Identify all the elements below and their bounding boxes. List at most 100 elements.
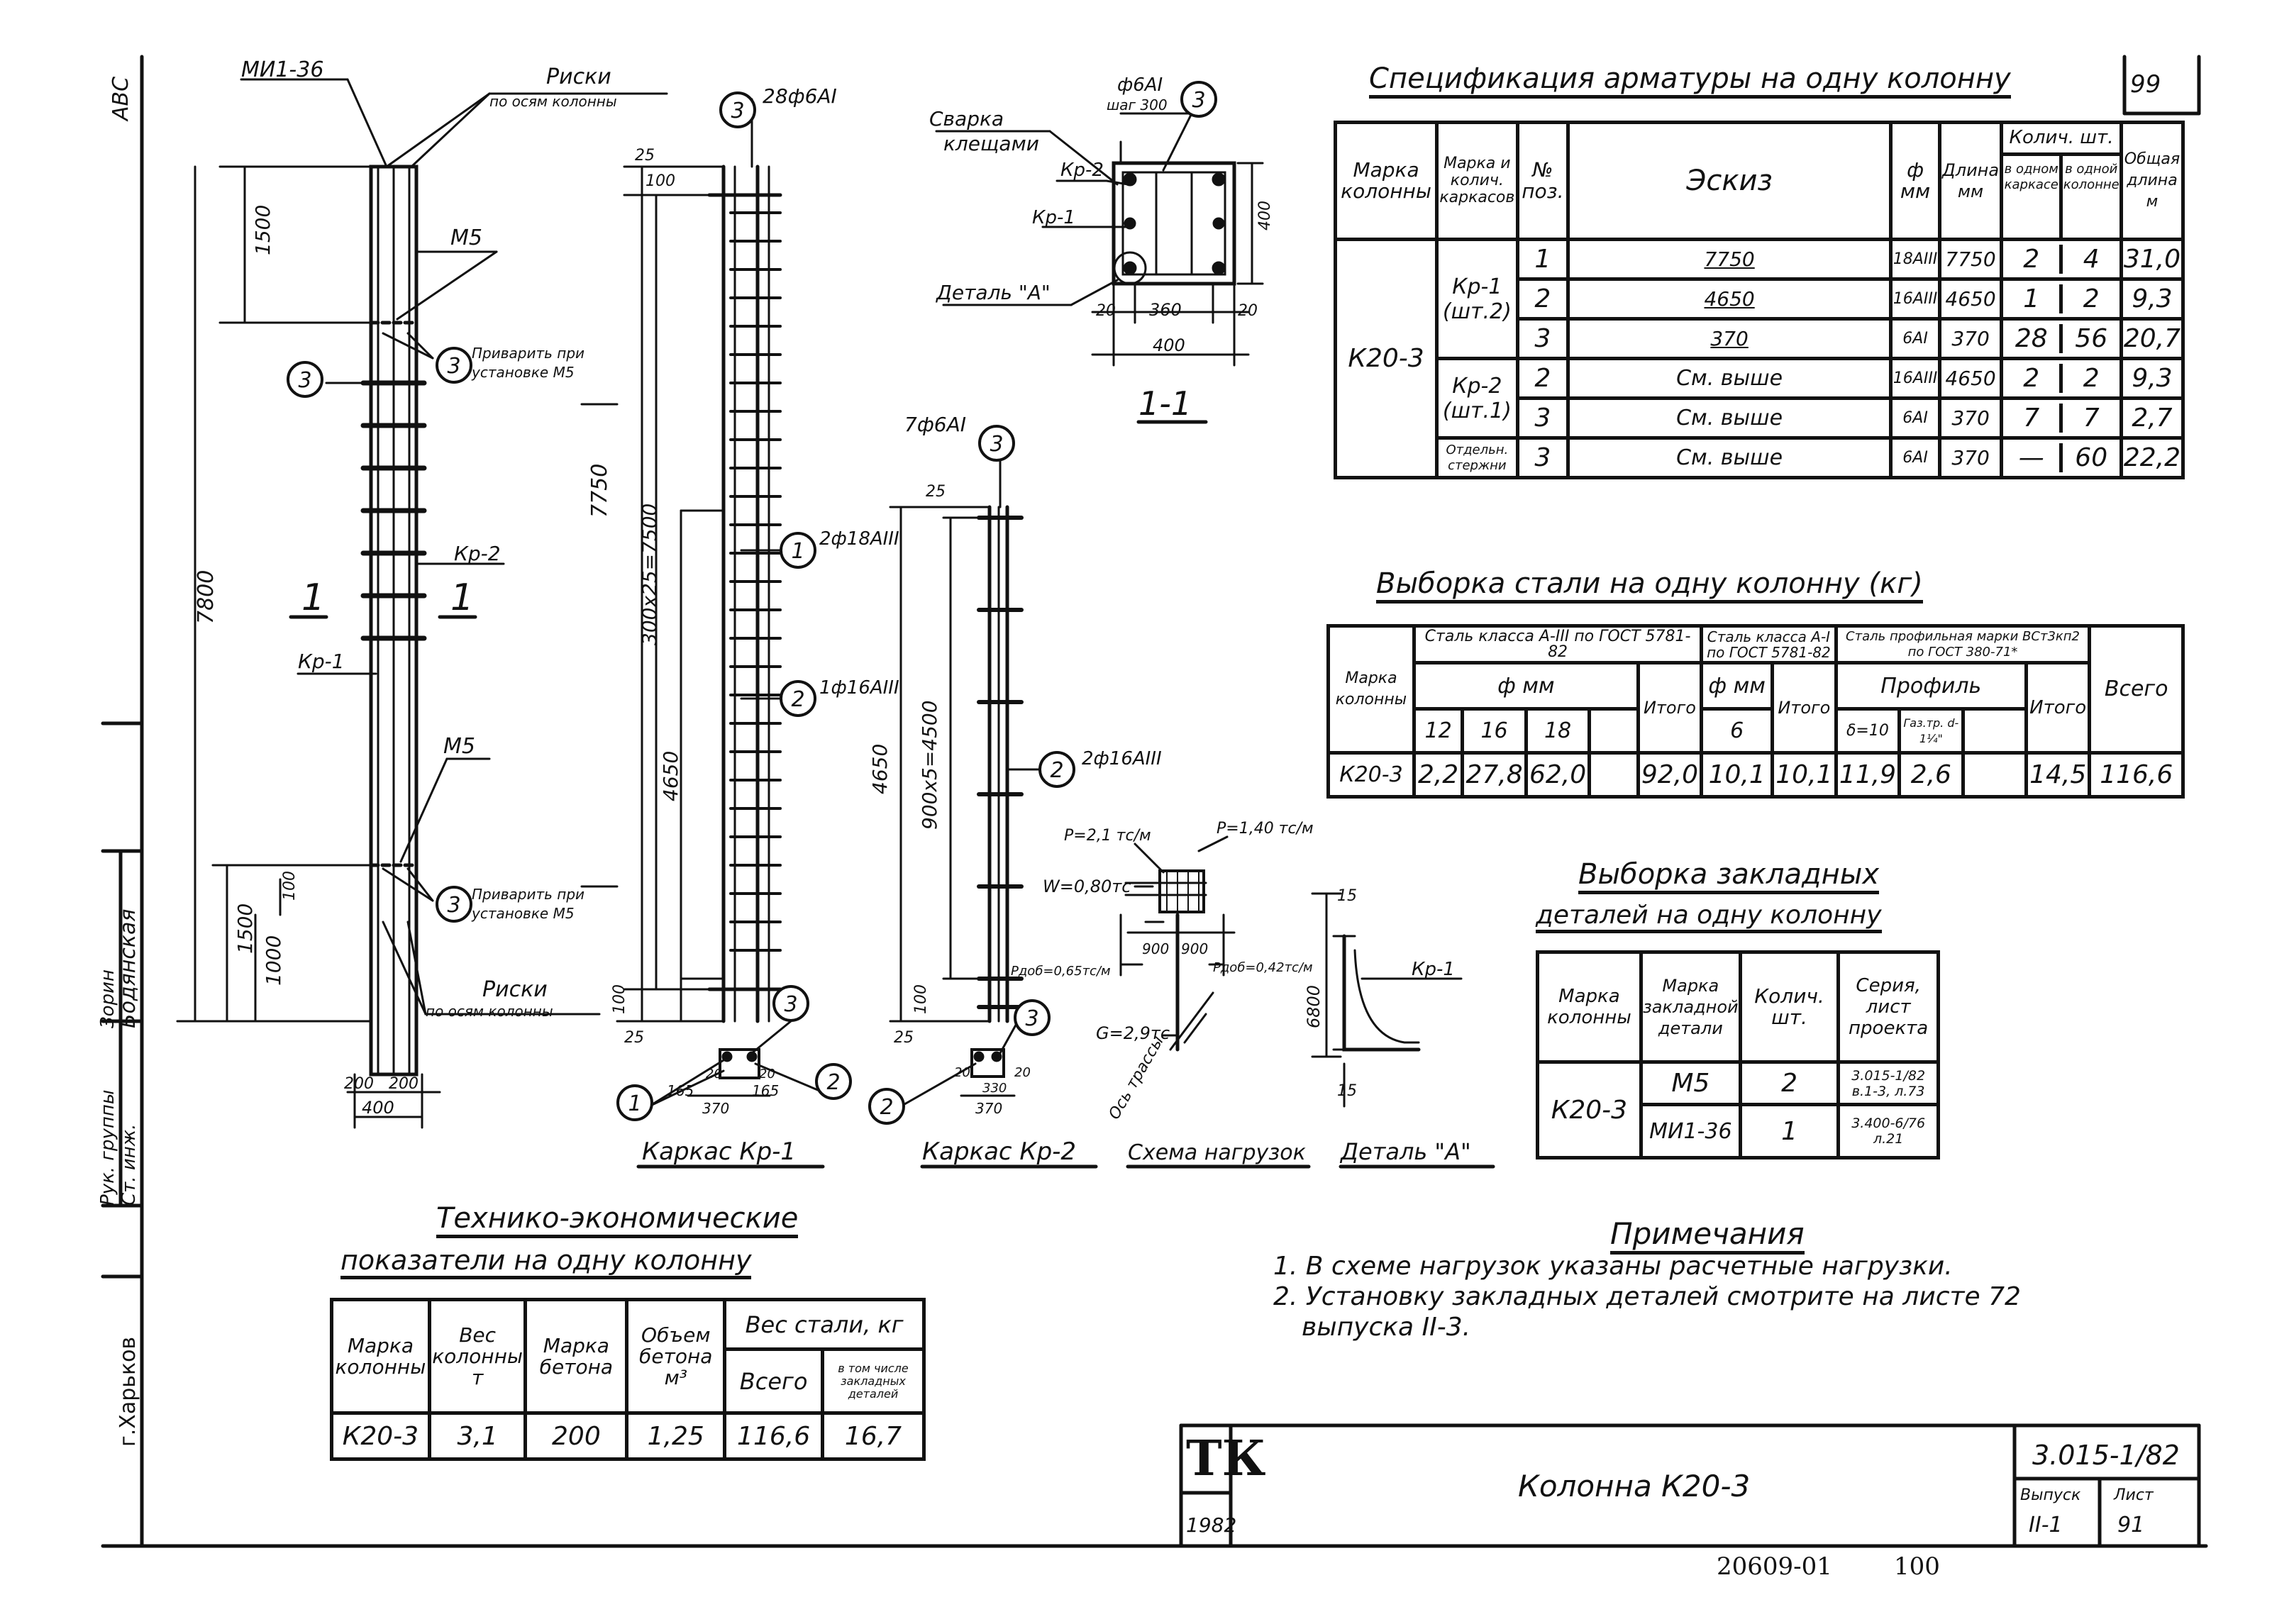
caption-kr2: Каркас Кр-2 [922, 1138, 1076, 1166]
bubble-label: 1 [791, 539, 804, 564]
spec-header: Колич. шт. [2003, 124, 2120, 156]
spec-cell: 18АIII [1889, 238, 1942, 281]
steel-cell: 11,9 [1834, 751, 1902, 799]
dim-label: 20 [1096, 302, 1116, 320]
embedded-header: Марка закладной детали [1639, 950, 1742, 1064]
spec-cell: 370 [1938, 396, 2004, 440]
section-note: Кр-1 [1032, 207, 1075, 228]
dim-label: 400 [362, 1098, 394, 1118]
dim-label: 1500 [251, 205, 275, 255]
spec-cell: 20,7 [2119, 317, 2185, 360]
dim-label: 1000 [262, 935, 285, 986]
dim-label: 4650 [868, 744, 892, 794]
bubble-label: 3 [784, 992, 797, 1017]
section-note: Кр-2 [1060, 160, 1104, 181]
spec-group: Кр-1 (шт.2) [1435, 238, 1519, 360]
spec-sketch: См. выше [1566, 357, 1893, 400]
spec-group: Кр-2 (шт.1) [1435, 357, 1519, 440]
spec-column-mark: К20-3 [1333, 238, 1439, 479]
spec-table: Марка колонны Марка и колич. каркасов № … [1333, 121, 2185, 479]
dim-label: 200 [344, 1075, 374, 1093]
spec-subheaders: в одном каркасе в одной колонне [2003, 156, 2120, 238]
spec-cell: 4650 [1938, 277, 2004, 321]
steel-cell: 14,5 [2024, 751, 2092, 799]
embedded-series: 3.400-6/76 [1851, 1116, 1926, 1131]
steel-cell [1961, 751, 2028, 799]
steel-subheader: 6 [1700, 707, 1775, 755]
load-label: Рдоб=0,42тс/м [1213, 960, 1313, 975]
riski-label: Риски [546, 65, 611, 89]
notes-title: Примечания [1610, 1216, 1805, 1255]
bubble-label: 3 [1192, 88, 1205, 113]
spec-cell: 7 [2003, 404, 2063, 433]
weld-label: установке М5 [471, 364, 575, 381]
bar-label: 1ф16АIII [819, 677, 899, 699]
dim-label: 25 [926, 483, 946, 501]
spec-cell: 7750 [1938, 238, 2004, 281]
dim-label: 330 [982, 1081, 1007, 1096]
embedded-cell: М5 [1639, 1060, 1742, 1106]
spec-cell: 6АI [1889, 436, 1942, 479]
bubble-label: 2 [1050, 758, 1063, 783]
position-bubble [436, 886, 472, 923]
spec-header: Марка колонны [1333, 121, 1439, 241]
footer-number: 20609-01 [1717, 1552, 1832, 1581]
load-label: W=0,80тс [1043, 877, 1131, 896]
tech-cell: 116,6 [723, 1411, 824, 1461]
position-bubble [719, 91, 756, 128]
steel-subheader [1587, 707, 1640, 755]
spec-sketch: 370 [1566, 317, 1893, 360]
tech-title: Технико-экономические [436, 1202, 799, 1238]
embedded-series: в.1-3, л.73 [1851, 1083, 1925, 1099]
steel-subheader [1961, 707, 2028, 755]
steel-cell: 92,0 [1636, 751, 1704, 799]
spec-cell: 370 [1938, 317, 2004, 360]
bubble-label: 3 [990, 432, 1003, 457]
dim-label: 20 [759, 1067, 775, 1081]
section-note: ф6АI [1117, 74, 1163, 96]
sheet-title: Колонна К20-3 [1518, 1469, 1750, 1503]
spec-cell: 16АIII [1889, 277, 1942, 321]
dim-label: 360 [1149, 300, 1182, 320]
position-bubble [1014, 999, 1051, 1036]
note-item: 2. Установку закладных деталей смотрите … [1273, 1282, 2021, 1311]
tech-header: Вес стали, кг [723, 1298, 926, 1351]
dim-label: 100 [645, 172, 675, 190]
spec-cell: 3 [1515, 436, 1570, 479]
side-stamp-signature: Бодянская [116, 909, 140, 1028]
spec-cell: 6АI [1889, 317, 1942, 360]
steel-cell: 116,6 [2088, 751, 2185, 799]
side-stamp-city: г.Харьков [116, 1337, 140, 1447]
side-stamp-text: АВС [109, 77, 133, 122]
dim-label: 370 [702, 1100, 729, 1117]
kr1-label: Кр-1 [298, 650, 345, 673]
section-mark: 1 [450, 577, 474, 619]
spec-cell: 2 [1515, 357, 1570, 400]
position-bubble [780, 680, 816, 717]
side-stamp-signature: Зорин [97, 969, 118, 1028]
dim-label: 20 [1014, 1065, 1031, 1080]
spec-header: ф мм [1889, 121, 1942, 241]
tech-header: Марка колонны [330, 1298, 431, 1415]
spec-cell: 2 [1515, 277, 1570, 321]
spec-subheader: в одном каркасе [2003, 156, 2063, 238]
section-note: шаг 300 [1107, 96, 1168, 113]
sheet-label: Лист [2113, 1486, 2154, 1504]
bubble-label: 1 [628, 1091, 641, 1116]
m5-label: М5 [443, 734, 475, 759]
detail-label: Кр-1 [1412, 959, 1455, 980]
spec-table-title: Спецификация арматуры на одну колонну [1369, 62, 2011, 99]
dim-label: 100 [912, 984, 930, 1014]
steel-subheader: 18 [1524, 707, 1592, 755]
spec-cell: 1 [2003, 284, 2063, 313]
spec-header: Общая длина м [2119, 121, 2185, 241]
tech-cell: 1,25 [625, 1411, 727, 1461]
steel-header: Сталь профильная марки ВСт3кп2 по ГОСТ 3… [1834, 624, 2092, 664]
bubble-label: 3 [298, 368, 311, 393]
section-mark: 1 [301, 577, 325, 619]
spec-cell: 2 [2083, 284, 2100, 313]
load-label: Ось трассы [1106, 1033, 1168, 1123]
